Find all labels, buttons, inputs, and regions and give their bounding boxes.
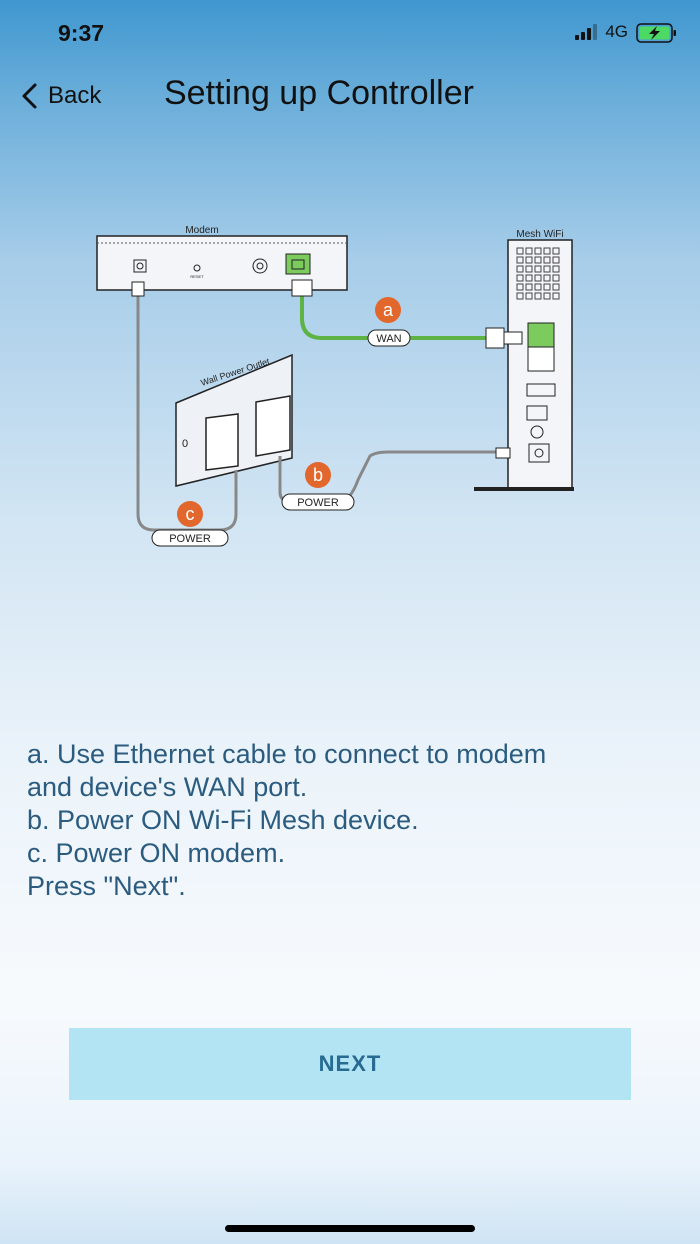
badge-b-label: b [313, 465, 323, 485]
wall-outlet: Wall Power Outlet 0 [175, 353, 293, 487]
battery-charging-icon [636, 23, 676, 43]
instruction-line: a. Use Ethernet cable to connect to mode… [27, 739, 547, 769]
network-type: 4G [605, 22, 628, 41]
badge-c [177, 501, 203, 527]
instruction-line: b. Power ON Wi-Fi Mesh device. [27, 805, 419, 835]
reset-mark: RESET [190, 274, 204, 279]
instruction-line: and device's WAN port. [27, 772, 308, 802]
badge-c-label: c [186, 504, 195, 524]
signal-icon [575, 24, 598, 40]
power-label-b: POWER [297, 497, 339, 509]
outlet-mark: 0 [182, 438, 188, 450]
next-button-label: NEXT [318, 1051, 382, 1076]
badge-a-label: a [383, 300, 394, 320]
power-label-c: POWER [169, 533, 211, 545]
back-button[interactable]: Back [20, 82, 101, 110]
nav-bar: Back Setting up Controller [0, 70, 700, 130]
mesh-label: Mesh WiFi [516, 229, 563, 240]
setup-diagram: Modem RESET Mesh WiFi [80, 210, 600, 570]
status-time: 9:37 [58, 20, 105, 46]
chevron-left-icon [22, 83, 37, 109]
instructions-text: a. Use Ethernet cable to connect to mode… [27, 738, 687, 903]
modem-label: Modem [185, 225, 218, 236]
status-bar: 9:37 4G [0, 0, 700, 70]
status-icons: 4G [575, 22, 676, 43]
back-label: Back [48, 82, 102, 109]
badge-b [305, 462, 331, 488]
instruction-line: c. Power ON modem. [27, 838, 286, 868]
home-indicator[interactable] [225, 1225, 475, 1232]
instruction-line: Press "Next". [27, 871, 186, 901]
mesh-wifi-device: Mesh WiFi [474, 229, 574, 491]
next-button[interactable]: NEXT [69, 1028, 631, 1100]
page-title: Setting up Controller [164, 74, 474, 112]
badge-a [375, 297, 401, 323]
ethernet-cable [300, 292, 490, 340]
wan-label: WAN [376, 333, 401, 345]
